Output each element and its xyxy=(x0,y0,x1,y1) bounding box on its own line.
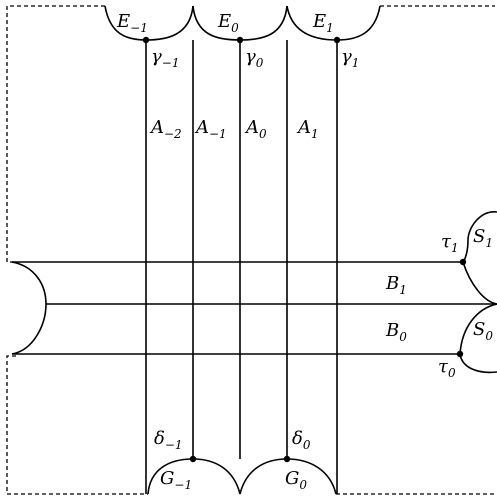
label-G-0: G0 xyxy=(285,468,307,492)
dashed-bottom-left xyxy=(6,355,148,495)
dashed-boundary xyxy=(6,5,495,495)
label-gamma-0: γ0 xyxy=(245,46,264,70)
point-tau-0 xyxy=(456,350,464,358)
label-E-minus1: E−1 xyxy=(116,11,148,35)
label-tau-1: τ1 xyxy=(441,231,459,255)
dashed-top-left xyxy=(6,5,105,263)
label-S-0: S0 xyxy=(473,319,493,343)
label-A-minus1: A−1 xyxy=(194,117,227,141)
label-delta-minus1: δ−1 xyxy=(154,428,183,452)
labels: E−1 E0 E1 γ−1 γ0 γ1 A−2 A−1 A0 A1 τ1 S1 … xyxy=(116,11,493,492)
label-tau-0: τ0 xyxy=(438,356,456,380)
label-gamma-1: γ1 xyxy=(341,46,359,70)
label-E-1: E1 xyxy=(312,11,334,35)
label-A-minus2: A−2 xyxy=(149,117,182,141)
arc-S-1 xyxy=(462,211,497,305)
point-delta-0 xyxy=(283,455,291,463)
point-delta-minus1 xyxy=(189,455,197,463)
label-E-0: E0 xyxy=(217,11,239,35)
arc-E-0 xyxy=(192,5,288,41)
label-S-1: S1 xyxy=(473,226,493,250)
label-G-minus1: G−1 xyxy=(160,468,192,492)
point-tau-1 xyxy=(459,258,467,266)
label-A-0: A0 xyxy=(244,117,267,141)
point-gamma-0 xyxy=(236,36,244,44)
label-delta-0: δ0 xyxy=(292,428,311,452)
point-gamma-minus1 xyxy=(142,36,150,44)
left-arc xyxy=(11,261,47,355)
label-A-1: A1 xyxy=(296,117,319,141)
solid-lines xyxy=(11,5,497,495)
label-gamma-minus1: γ−1 xyxy=(151,46,179,70)
label-B-0: B0 xyxy=(385,320,407,344)
marked-points xyxy=(142,36,467,463)
point-gamma-1 xyxy=(333,36,341,44)
label-B-1: B1 xyxy=(385,273,407,297)
